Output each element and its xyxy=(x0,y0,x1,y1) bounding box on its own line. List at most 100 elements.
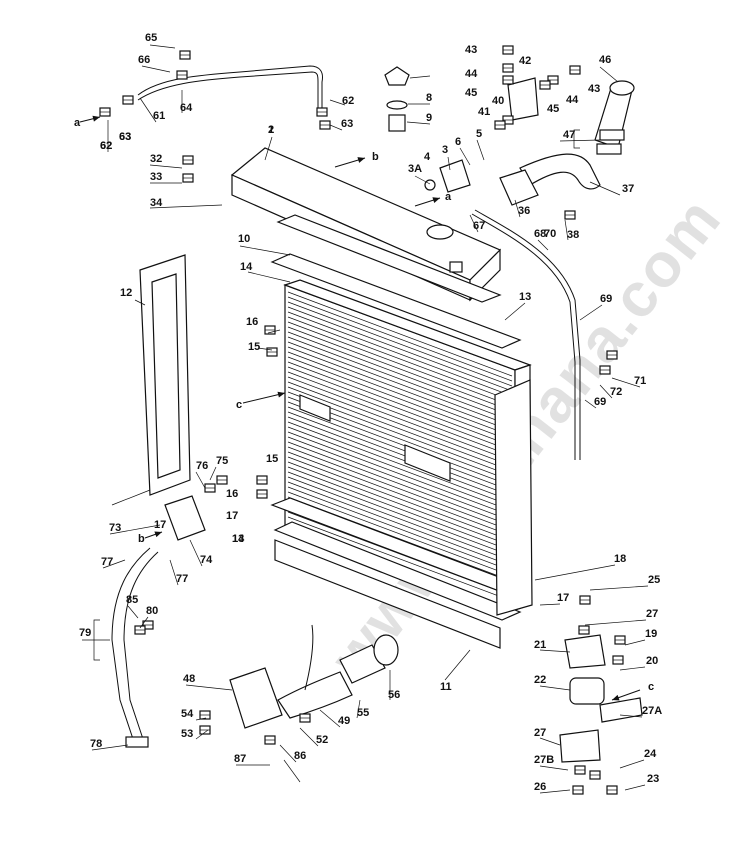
part-label: 49 xyxy=(338,715,350,727)
part-label: 16 xyxy=(246,316,258,328)
part-label: 44 xyxy=(566,94,579,106)
part-label: 77 xyxy=(176,573,188,585)
part-label: 56 xyxy=(388,689,400,701)
part-label: 87 xyxy=(234,753,246,765)
leader-lines xyxy=(82,44,649,794)
part-label: 74 xyxy=(200,554,213,566)
part-label: 18 xyxy=(614,553,626,565)
part-label: 27B xyxy=(534,754,554,766)
part-label: 38 xyxy=(567,229,579,241)
part-label: 86 xyxy=(294,750,306,762)
part-label: 48 xyxy=(183,673,195,685)
arrow-letter: c xyxy=(236,399,242,411)
part-label: 53 xyxy=(181,728,193,740)
part-label: 10 xyxy=(238,233,250,245)
part-label: 14 xyxy=(240,261,253,273)
part-label: 45 xyxy=(465,87,477,99)
part-label: 13 xyxy=(232,533,244,545)
part-label: 41 xyxy=(478,106,490,118)
arrow-letter: a xyxy=(445,191,452,203)
part-label: 20 xyxy=(646,655,658,667)
mount-assembly xyxy=(559,634,643,763)
part-label: 43 xyxy=(588,83,600,95)
part-label: 17 xyxy=(557,592,569,604)
part-label: 78 xyxy=(90,738,102,750)
part-label: 1 xyxy=(268,124,274,136)
part-label: 11 xyxy=(440,681,452,693)
arrow-line xyxy=(242,392,286,404)
part-label: 61 xyxy=(153,110,165,122)
part-label: 34 xyxy=(150,197,163,209)
part-label: 33 xyxy=(150,171,162,183)
bottom-tank xyxy=(270,497,522,649)
part-label: 4 xyxy=(424,151,431,163)
part-label: 37 xyxy=(622,183,634,195)
part-label: 15 xyxy=(248,341,260,353)
part-label: 75 xyxy=(216,455,228,467)
arrow-head xyxy=(154,531,162,538)
part-label: 69 xyxy=(600,293,612,305)
part-label: 14 xyxy=(232,533,245,545)
part-label: 3 xyxy=(442,144,448,156)
part-label: 72 xyxy=(610,386,622,398)
upper-hose-assembly xyxy=(499,80,635,206)
part-label: 40 xyxy=(492,95,504,107)
part-label: 19 xyxy=(645,628,657,640)
part-label: 24 xyxy=(644,748,657,760)
part-label: 52 xyxy=(316,734,328,746)
filler-cap xyxy=(384,66,410,132)
part-label: 27A xyxy=(642,705,662,717)
bracket-42 xyxy=(507,77,539,121)
lower-hose-assembly xyxy=(111,495,206,748)
part-label: 73 xyxy=(109,522,121,534)
part-label: 76 xyxy=(196,460,208,472)
part-label: 85 xyxy=(126,594,138,606)
arrow-letter: c xyxy=(648,681,654,693)
part-label: 67 xyxy=(473,220,485,232)
arrow-head xyxy=(92,115,100,122)
part-label: 12 xyxy=(120,287,132,299)
part-label: 62 xyxy=(342,95,354,107)
part-label: 79 xyxy=(79,627,91,639)
part-labels: 1233A45689101112131314141515161617171718… xyxy=(79,32,662,793)
part-label: 32 xyxy=(150,153,162,165)
part-label: 23 xyxy=(647,773,659,785)
drain-tube-68 xyxy=(471,209,581,460)
part-label: 68 xyxy=(534,228,546,240)
part-label: 17 xyxy=(154,519,166,531)
part-label: 47 xyxy=(563,129,575,141)
top-gasket-plate xyxy=(270,214,522,349)
part-label: 3A xyxy=(408,163,422,175)
arrow-head xyxy=(432,197,440,203)
arrow-head xyxy=(357,157,365,163)
part-label: 77 xyxy=(101,556,113,568)
part-label: 46 xyxy=(599,54,611,66)
part-label: 42 xyxy=(519,55,531,67)
part-label: 9 xyxy=(426,112,432,124)
part-label: 6 xyxy=(455,136,461,148)
part-label: 25 xyxy=(648,574,660,586)
part-label: 27 xyxy=(534,727,546,739)
part-label: 45 xyxy=(547,103,559,115)
part-label: 64 xyxy=(180,102,193,114)
thermostat-housing xyxy=(424,159,471,193)
part-label: 71 xyxy=(634,375,646,387)
arrow-letter: b xyxy=(138,533,145,545)
part-label: 16 xyxy=(226,488,238,500)
part-label: 43 xyxy=(465,44,477,56)
arrow-head xyxy=(277,391,285,398)
arrow-letter: a xyxy=(74,117,81,129)
overflow-tube-61 xyxy=(137,65,323,110)
part-label: 66 xyxy=(138,54,150,66)
part-label: 62 xyxy=(100,140,112,152)
part-label: 17 xyxy=(226,510,238,522)
part-label: 27 xyxy=(646,608,658,620)
part-label: 21 xyxy=(534,639,546,651)
part-label: 44 xyxy=(465,68,478,80)
lower-pipe-assembly xyxy=(229,624,399,729)
side-frame-12 xyxy=(139,254,191,496)
part-label: 22 xyxy=(534,674,546,686)
arrow-head xyxy=(612,694,620,701)
part-label: 63 xyxy=(119,131,131,143)
